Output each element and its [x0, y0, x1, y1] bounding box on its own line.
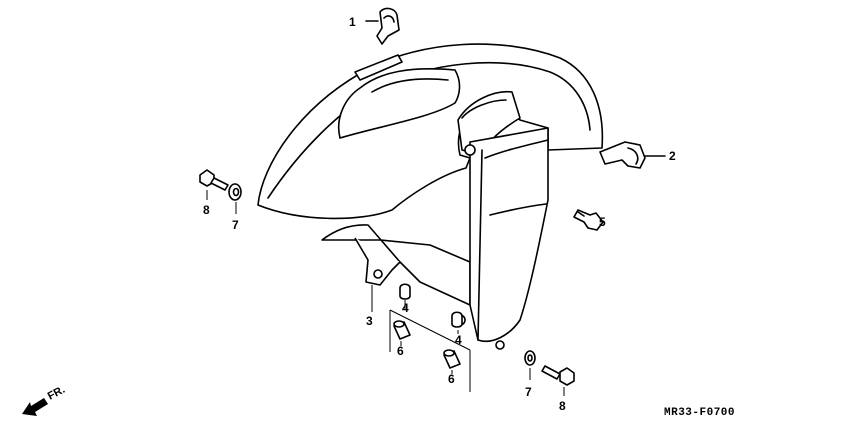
callout-4-b: 4	[455, 333, 462, 347]
front-direction-label: FR.	[46, 384, 67, 403]
callout-8-right: 8	[559, 399, 566, 413]
collar-part-6-b	[443, 349, 461, 374]
callout-6-a: 6	[397, 344, 404, 358]
assembly-bracket-lines	[371, 285, 471, 392]
washer-part-7-left	[228, 183, 242, 214]
washer-part-7-right	[524, 350, 536, 380]
grommet-part-4-b	[451, 311, 463, 334]
callout-2: 2	[669, 149, 676, 163]
diagram-code: MR33-F0700	[664, 407, 735, 419]
clamp-part-2	[599, 141, 666, 169]
callout-4-a: 4	[402, 301, 409, 315]
callout-3: 3	[366, 314, 373, 328]
callout-1: 1	[349, 15, 356, 29]
bolt-part-8-left	[199, 169, 229, 200]
clip-part-1	[365, 7, 400, 45]
callout-8-left: 8	[203, 203, 210, 217]
callout-6-b: 6	[448, 372, 455, 386]
front-direction-arrow: FR.	[22, 384, 67, 416]
grommet-part-4-a	[399, 283, 411, 310]
front-fender	[257, 43, 604, 350]
callout-5: 5	[599, 215, 606, 229]
collar-part-6-a	[393, 320, 411, 346]
callout-7-right: 7	[525, 385, 532, 399]
bolt-part-5	[573, 209, 604, 231]
callout-7-left: 7	[232, 218, 239, 232]
bolt-part-8-right	[541, 365, 575, 396]
